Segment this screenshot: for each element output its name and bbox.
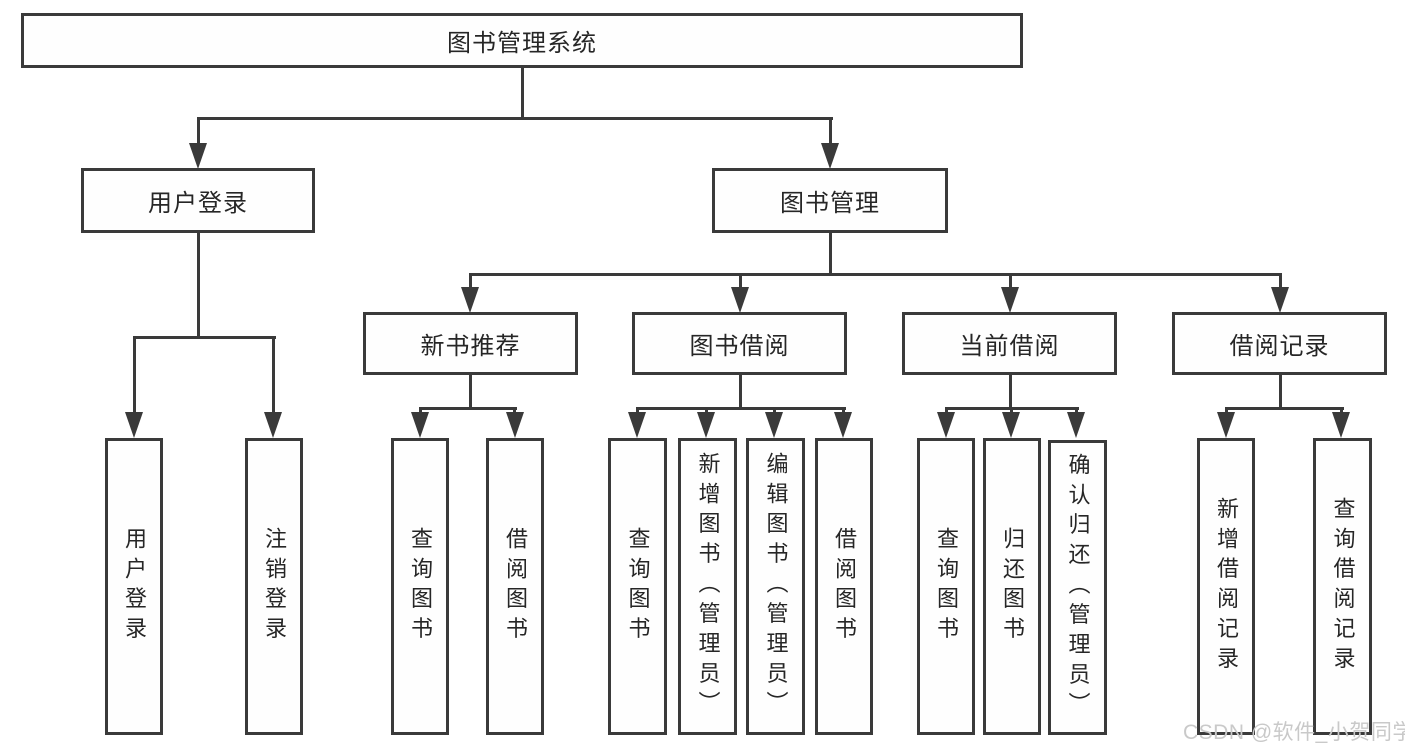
- node-label: 查询借阅记录: [1330, 496, 1356, 677]
- node-new-book-recommend: 新书推荐: [363, 312, 578, 375]
- connector-line: [133, 336, 136, 416]
- arrow-down-icon: [506, 412, 524, 438]
- node-user-login: 用户登录: [81, 168, 315, 233]
- connector-line: [469, 273, 1282, 276]
- connector-line: [419, 407, 422, 415]
- connector-line: [1279, 373, 1282, 410]
- arrow-down-icon: [628, 412, 646, 438]
- leaf-borrow-books: 借阅图书: [815, 438, 873, 735]
- connector-line: [945, 407, 948, 415]
- connector-line: [829, 117, 832, 147]
- arrow-down-icon: [821, 143, 839, 169]
- leaf-add-book-admin: 新增图书（管理员）: [678, 438, 737, 735]
- connector-line: [469, 276, 472, 289]
- connector-line: [419, 407, 517, 410]
- connector-line: [705, 407, 708, 415]
- arrow-down-icon: [1217, 412, 1235, 438]
- arrow-down-icon: [1002, 412, 1020, 438]
- node-label: 借阅记录: [1229, 333, 1330, 360]
- node-label: 当前借阅: [959, 333, 1060, 360]
- connector-line: [842, 407, 845, 415]
- node-borrowing-records: 借阅记录: [1172, 312, 1387, 375]
- connector-line: [829, 231, 832, 276]
- arrow-down-icon: [834, 412, 852, 438]
- connector-line: [739, 373, 742, 410]
- arrow-down-icon: [697, 412, 715, 438]
- leaf-query-books-current: 查询图书: [917, 438, 975, 735]
- arrow-down-icon: [1067, 412, 1085, 438]
- connector-line: [197, 117, 833, 120]
- connector-line: [1010, 407, 1013, 415]
- node-label: 注销登录: [262, 526, 287, 647]
- node-label: 用户登录: [148, 190, 248, 217]
- node-label: 归还图书: [1000, 526, 1025, 647]
- connector-line: [636, 407, 639, 415]
- connector-line: [1075, 407, 1078, 415]
- node-label: 图书管理: [780, 190, 880, 217]
- leaf-query-books-borrowing: 查询图书: [608, 438, 667, 735]
- leaf-user-login: 用户登录: [105, 438, 163, 735]
- connector-line: [739, 276, 742, 289]
- node-label: 新增借阅记录: [1214, 496, 1239, 677]
- connector-line: [1225, 407, 1228, 415]
- node-current-borrowing: 当前借阅: [902, 312, 1117, 375]
- node-label: 确认归还（管理员）: [1065, 452, 1091, 723]
- csdn-watermark: CSDN @软件_小贺同学: [1183, 721, 1405, 744]
- arrow-down-icon: [1271, 287, 1289, 313]
- node-label: 图书借阅: [689, 333, 790, 360]
- node-label: 图书管理系统: [447, 30, 597, 57]
- connector-line: [469, 373, 472, 410]
- node-label: 查询图书: [934, 526, 959, 647]
- node-label: 查询图书: [625, 526, 651, 647]
- arrow-down-icon: [731, 287, 749, 313]
- leaf-borrow-books-recommend: 借阅图书: [486, 438, 544, 735]
- connector-line: [197, 231, 200, 339]
- leaf-confirm-return-admin: 确认归还（管理员）: [1048, 440, 1107, 735]
- leaf-logout: 注销登录: [245, 438, 303, 735]
- arrow-down-icon: [411, 412, 429, 438]
- arrow-down-icon: [1001, 287, 1019, 313]
- connector-line: [1279, 276, 1282, 289]
- connector-line: [1340, 407, 1343, 415]
- connector-line: [513, 407, 516, 415]
- connector-line: [272, 336, 275, 416]
- node-label: 编辑图书（管理员）: [763, 451, 789, 722]
- node-label: 新书推荐: [420, 333, 521, 360]
- node-label: 查询图书: [408, 526, 433, 647]
- node-label: 新增图书（管理员）: [695, 451, 721, 722]
- node-label: 借阅图书: [503, 526, 528, 647]
- node-library-management-system: 图书管理系统: [21, 13, 1023, 68]
- leaf-add-borrow-record: 新增借阅记录: [1197, 438, 1255, 735]
- leaf-query-books-recommend: 查询图书: [391, 438, 449, 735]
- arrow-down-icon: [264, 412, 282, 438]
- node-label: 用户登录: [122, 526, 147, 647]
- node-book-borrowing: 图书借阅: [632, 312, 847, 375]
- arrow-down-icon: [461, 287, 479, 313]
- leaf-edit-book-admin: 编辑图书（管理员）: [746, 438, 805, 735]
- node-label: 借阅图书: [832, 526, 857, 647]
- connector-line: [1009, 276, 1012, 289]
- connector-line: [1225, 407, 1344, 410]
- arrow-down-icon: [125, 412, 143, 438]
- connector-line: [1009, 373, 1012, 410]
- connector-line: [773, 407, 776, 415]
- leaf-return-books: 归还图书: [983, 438, 1041, 735]
- arrow-down-icon: [765, 412, 783, 438]
- arrow-down-icon: [189, 143, 207, 169]
- connector-line: [133, 336, 276, 339]
- arrow-down-icon: [1332, 412, 1350, 438]
- node-book-management: 图书管理: [712, 168, 948, 233]
- connector-line: [636, 407, 846, 410]
- leaf-query-borrow-record: 查询借阅记录: [1313, 438, 1372, 735]
- connector-line: [521, 66, 524, 120]
- arrow-down-icon: [937, 412, 955, 438]
- connector-line: [197, 117, 200, 147]
